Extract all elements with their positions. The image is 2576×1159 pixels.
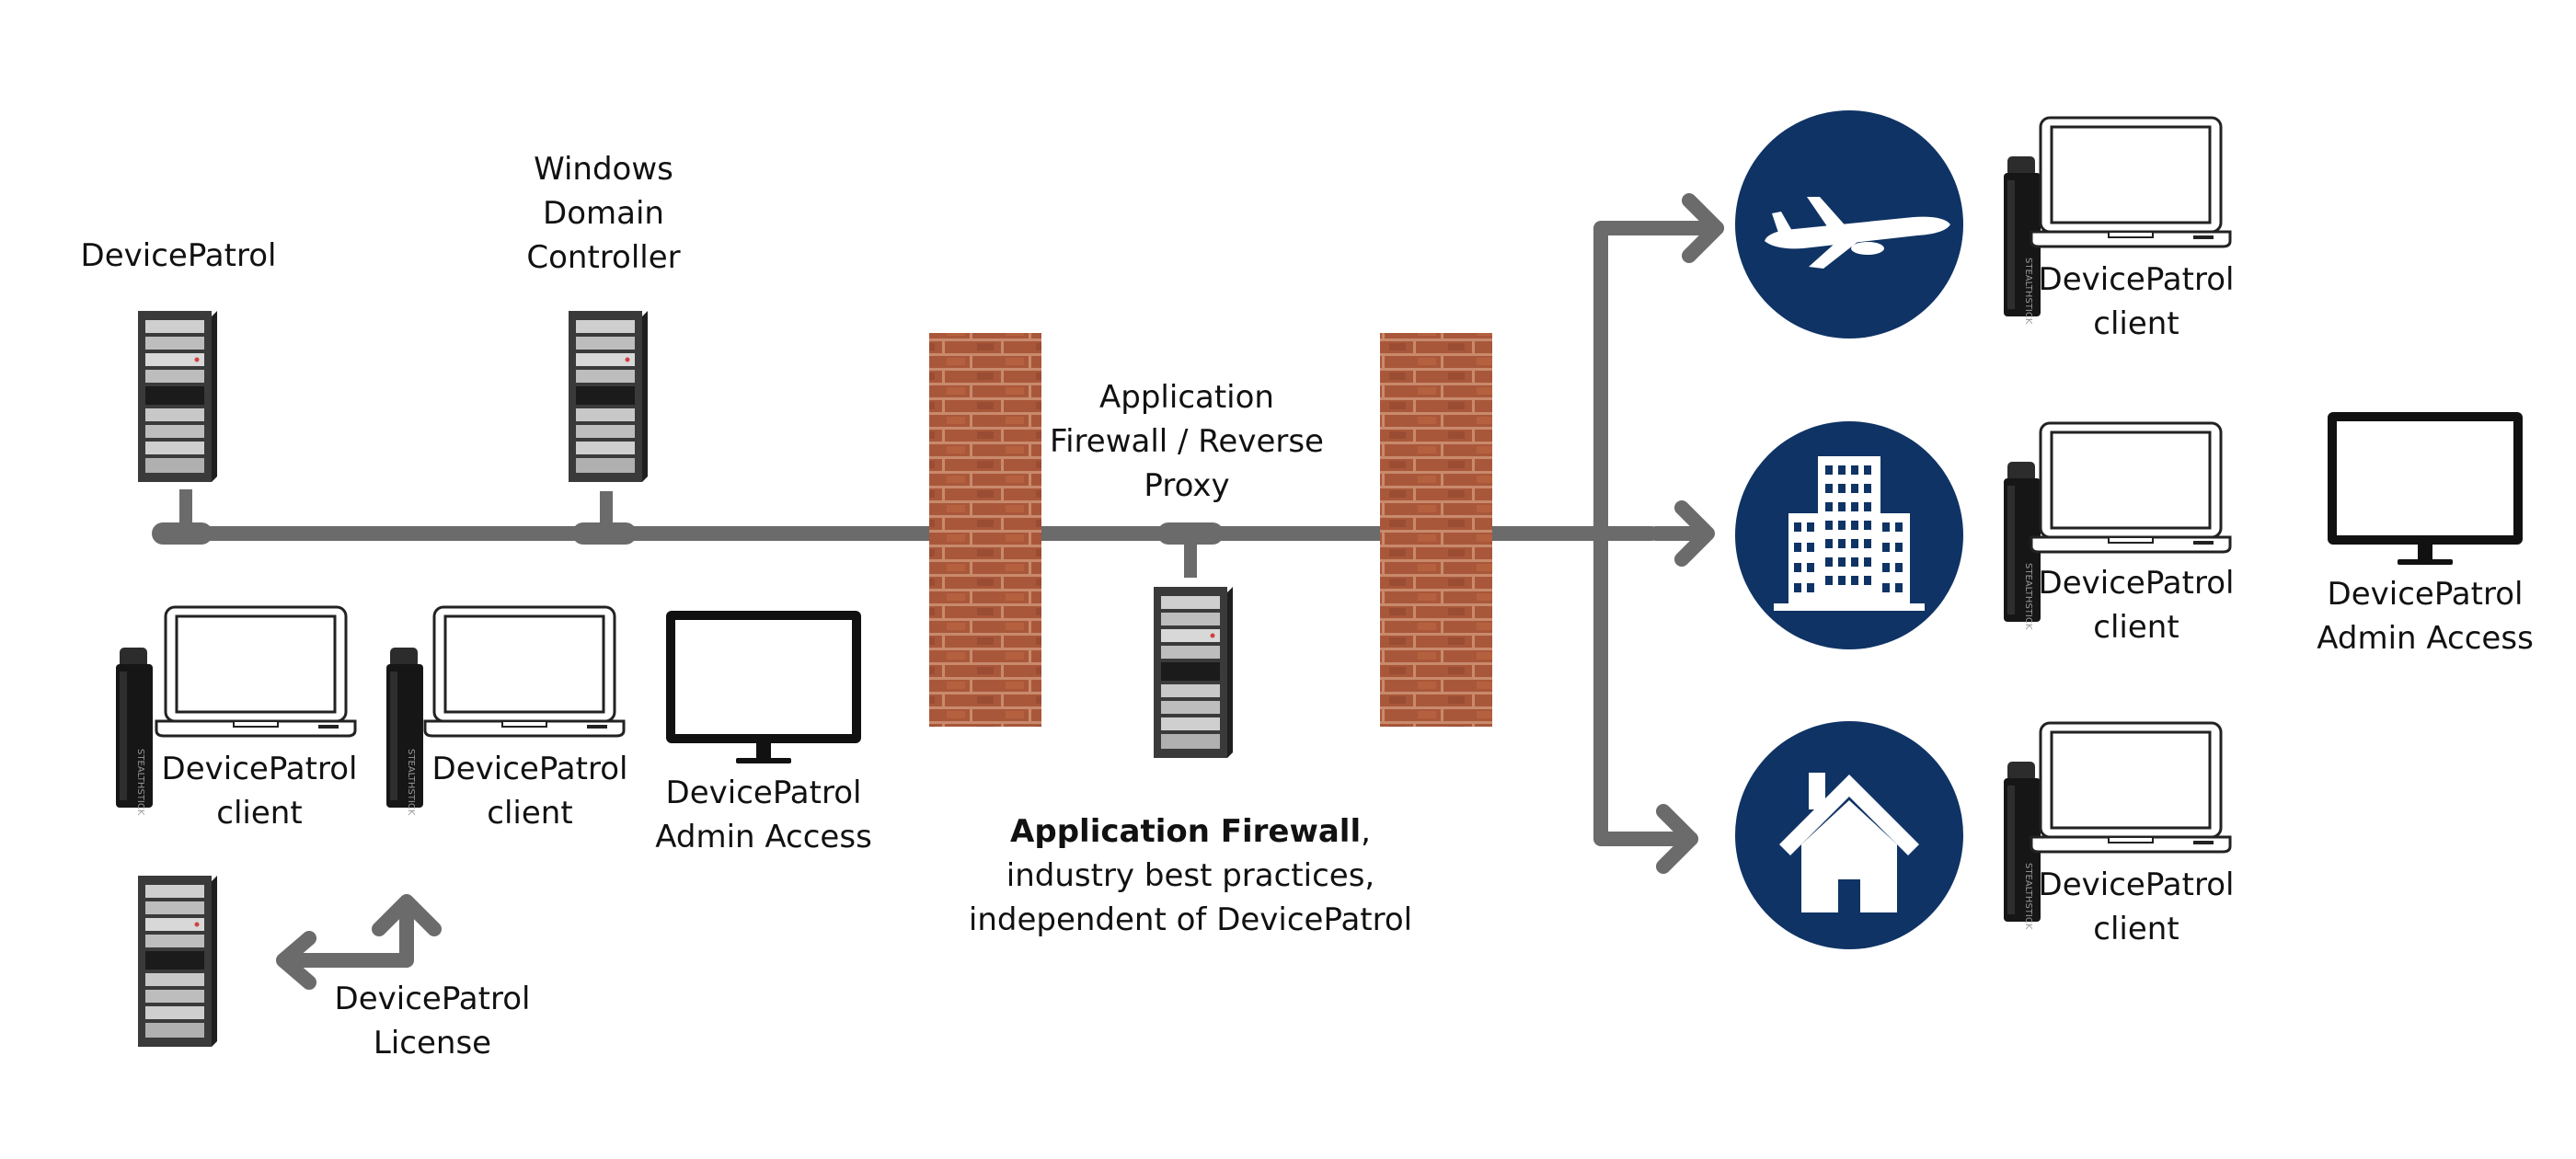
client-label-airplane: DevicePatrol client [2038,261,2235,342]
license-arrow [276,894,442,990]
license-label: DevicePatrol License [334,981,531,1061]
client-label-building: DevicePatrol client [2038,565,2235,646]
laptop-icon [2030,721,2232,854]
building-site-icon [1735,421,1963,649]
admin-access-label-right: DevicePatrol Admin Access [2317,576,2534,657]
usb-key-icon [386,648,423,816]
laptop-icon [155,605,357,738]
client-label-left-2: DevicePatrol client [431,751,628,832]
firewall-note-comma: , [1361,813,1371,850]
client-label-left-1: DevicePatrol client [161,751,358,832]
firewall-wall-left [929,333,1041,727]
laptop-icon [423,605,626,738]
usb-key-icon [116,648,153,816]
license-server-icon [138,876,217,1047]
firewall-note: Application Firewall, industry best prac… [968,813,1413,938]
devicepatrol-server-icon [138,311,217,482]
client-label-house: DevicePatrol client [2038,866,2235,947]
admin-access-label-left: DevicePatrol Admin Access [655,775,872,855]
airplane-site-icon [1735,110,1963,339]
house-site-icon [1735,721,1963,949]
firewall-note-bold: Application Firewall [1010,813,1362,850]
firewall-wall-right [1380,333,1492,727]
laptop-icon [2030,116,2232,248]
proxy-label: Application Firewall / Reverse Proxy [1050,379,1324,504]
branch-lines [1593,193,1724,874]
domain-controller-server-icon [569,311,648,482]
proxy-server-icon [1154,587,1233,758]
laptop-icon [2030,421,2232,554]
monitor-icon [2328,412,2523,565]
devicepatrol-server-label: DevicePatrol [80,237,277,274]
domain-controller-label: Windows Domain Controller [526,151,681,276]
monitor-icon [666,611,861,763]
